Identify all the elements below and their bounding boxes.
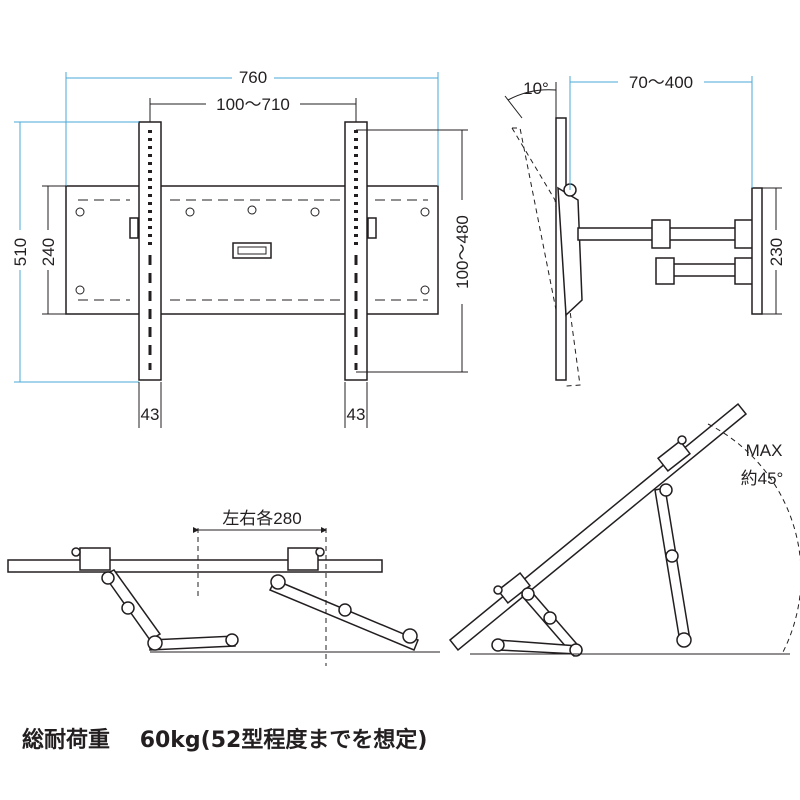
side-wall-plate	[751, 187, 763, 315]
plate-slots	[78, 199, 428, 301]
caption-label: 総耐荷重	[22, 728, 111, 753]
swivel-arm-right	[268, 574, 419, 651]
swivel-view: 左右各280	[7, 509, 440, 666]
dim-100-710: 100～710	[216, 95, 290, 114]
caption-value: 60kg(52型程度までを想定)	[139, 728, 428, 753]
dim-swing-280: 左右各280	[222, 509, 301, 528]
arm-knobs	[129, 217, 377, 239]
vertical-arm-right	[344, 121, 368, 381]
side-view: 10° 70～400 230	[504, 72, 786, 387]
dim-70-400: 70～400	[629, 73, 693, 92]
tilt-angle-label: 約45°	[741, 469, 784, 488]
tilt-max-label: MAX	[746, 441, 783, 460]
dim-510: 510	[11, 238, 30, 266]
dim-760: 760	[239, 68, 267, 87]
spirit-level	[232, 242, 272, 259]
dim-43-right: 43	[347, 405, 366, 424]
front-view: 760 100～710 510 240 100～480 43 43	[10, 66, 474, 428]
dim-100-480: 100～480	[453, 215, 472, 289]
tv-panel-tilted	[448, 402, 748, 652]
tilt-arms	[491, 483, 692, 658]
vertical-arm-left	[138, 121, 162, 381]
dim-230: 230	[767, 238, 786, 266]
swivel-arm-left	[101, 569, 239, 651]
dim-10-deg: 10°	[523, 79, 549, 98]
tilt-view: MAX 約45°	[448, 402, 800, 658]
dim-43-left: 43	[141, 405, 160, 424]
plate-holes	[75, 205, 430, 295]
load-capacity-caption: 総耐荷重 60kg(52型程度までを想定)	[22, 722, 427, 754]
dim-240: 240	[39, 238, 58, 266]
arm-holes	[148, 130, 358, 370]
